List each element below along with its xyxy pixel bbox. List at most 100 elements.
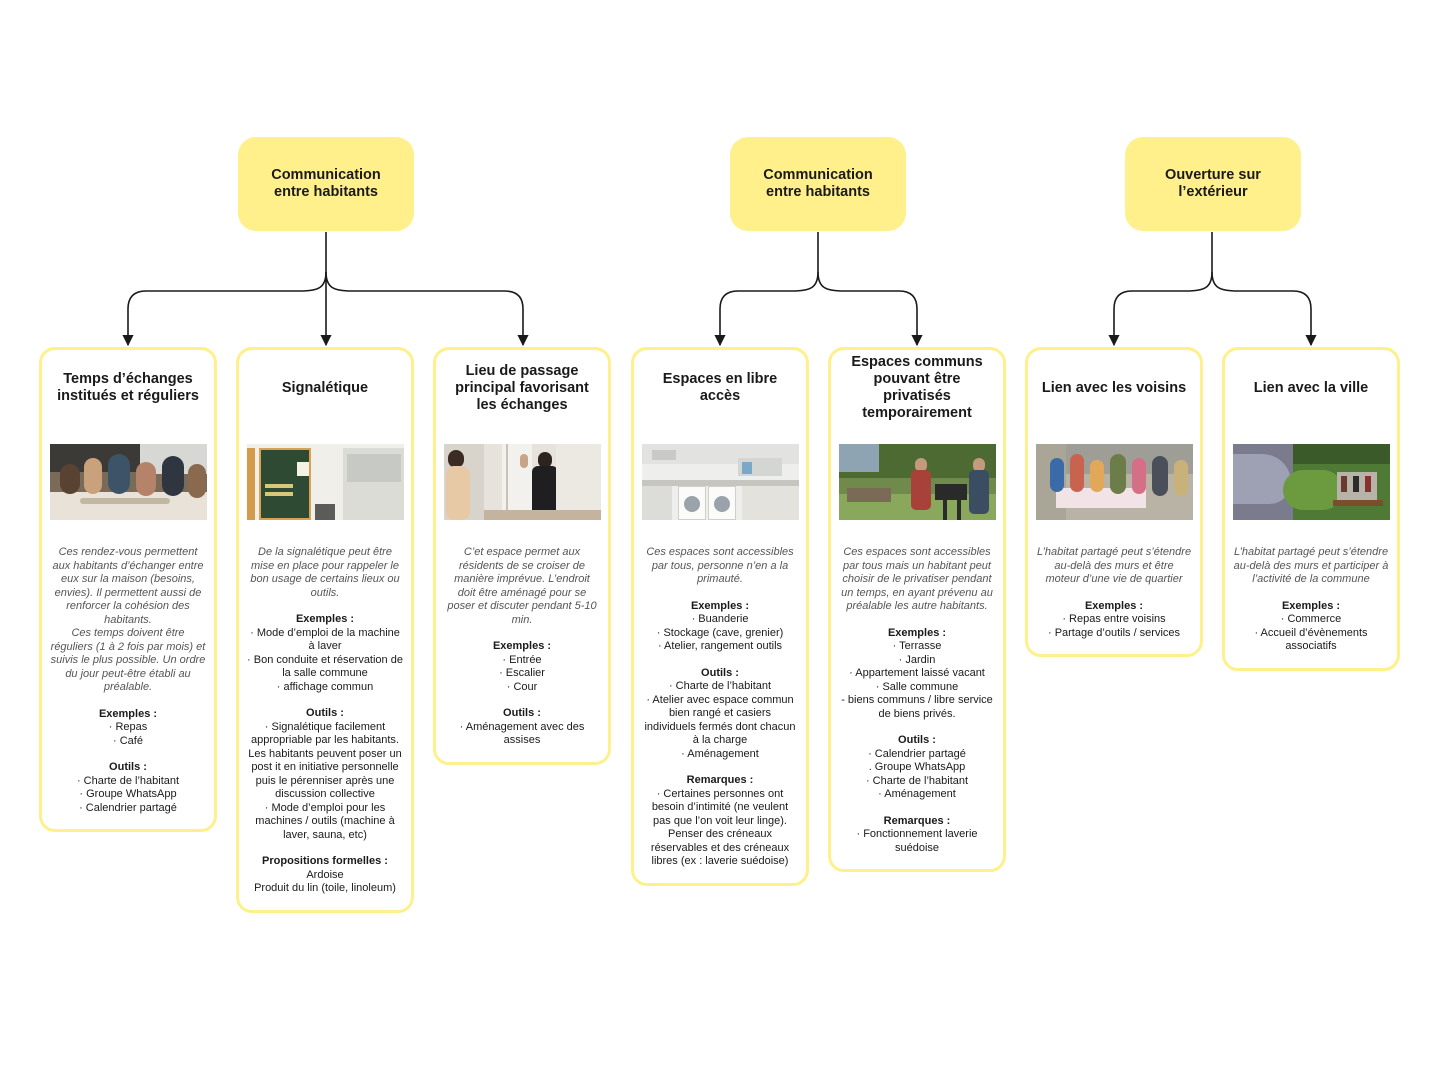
list-item: · Partage d’outils / services bbox=[1047, 626, 1181, 639]
shared-laundry-room-photo bbox=[642, 444, 799, 520]
examples-section: Exemples : · Mode d’emploi de la machine… bbox=[247, 613, 403, 694]
card-description: C’et espace permet aux résidents de se c… bbox=[447, 546, 597, 626]
section-title: Exemples : bbox=[887, 626, 947, 639]
category-communication-1: Communication entre habitants bbox=[238, 137, 414, 231]
tools-section: Outils : · Aménagement avec des assises bbox=[444, 707, 600, 748]
list-item: · Groupe WhatsApp bbox=[79, 788, 177, 800]
list-item: · Cour bbox=[506, 680, 538, 693]
section-title: Propositions formelles : bbox=[262, 855, 388, 867]
list-item: · Jardin bbox=[898, 653, 936, 666]
formal-proposals-section: Propositions formelles : Ardoise Produit… bbox=[247, 855, 403, 896]
section-title: Outils : bbox=[701, 666, 739, 679]
list-item: · Mode d’emploi pour les machines / outi… bbox=[255, 801, 395, 841]
neighbors-greeting-doorway-photo bbox=[444, 444, 601, 520]
list-item: · Mode d’emploi de la machine à laver bbox=[250, 626, 400, 653]
list-item: · Aménagement bbox=[878, 788, 956, 800]
outdoor-concert-crowd-photo bbox=[1233, 444, 1390, 520]
card-temps-echanges: Temps d’échanges institués et réguliers … bbox=[39, 347, 217, 832]
list-item: · Fonctionnement laverie suédoise bbox=[856, 828, 978, 854]
section-title: Remarques : bbox=[883, 814, 951, 827]
list-item: · Repas entre voisins bbox=[1062, 613, 1166, 625]
card-title: Lien avec les voisins bbox=[1041, 379, 1187, 396]
connector-ville bbox=[1211, 271, 1317, 347]
people-eating-meal-photo bbox=[50, 444, 207, 520]
list-item: · Atelier avec espace commun bien rangé … bbox=[644, 693, 796, 747]
card-signaletique: Signalétique De la signalétique peut êtr… bbox=[236, 347, 414, 913]
neighborhood-party-photo bbox=[1036, 444, 1193, 520]
card-lien-voisins: Lien avec les voisins L’habitat partagé … bbox=[1025, 347, 1203, 657]
list-item: · Appartement laissé vacant bbox=[849, 667, 985, 679]
card-description: L’habitat partagé peut s’étendre au-delà… bbox=[1233, 546, 1389, 585]
section-title: Outils : bbox=[306, 707, 344, 719]
card-espaces-libre-acces: Espaces en libre accès Ces espaces sont … bbox=[631, 347, 809, 886]
category-label: Communication entre habitants bbox=[271, 167, 381, 200]
card-description: Ces rendez-vous permettent aux habitants… bbox=[50, 546, 206, 693]
remarks-section: Remarques : · Fonctionnement laverie sué… bbox=[839, 815, 995, 856]
list-item: · Accueil d’évènements associatifs bbox=[1254, 626, 1368, 653]
list-item: · Terrasse bbox=[892, 640, 942, 652]
section-title: Outils : bbox=[898, 734, 936, 746]
list-item: · Café bbox=[113, 734, 143, 747]
connector-lieu-passage bbox=[325, 271, 529, 347]
list-item: · Aménagement avec des assises bbox=[459, 720, 585, 747]
list-item: · Repas bbox=[108, 721, 148, 733]
list-item: · Escalier bbox=[499, 667, 545, 679]
category-ouverture-exterieur: Ouverture sur l’extérieur bbox=[1125, 137, 1301, 231]
connector-temps-echanges bbox=[122, 271, 327, 347]
list-item: · Calendrier partagé bbox=[79, 801, 177, 814]
examples-section: Exemples : · Terrasse · Jardin · Apparte… bbox=[839, 627, 995, 722]
section-title: Outils : bbox=[109, 761, 147, 773]
section-title: Outils : bbox=[503, 707, 541, 719]
examples-section: Exemples : · Entrée · Escalier · Cour bbox=[444, 640, 600, 694]
list-item: · Salle commune bbox=[875, 680, 959, 693]
list-item: · Certaines personnes ont besoin d’intim… bbox=[650, 787, 790, 868]
connector-privatises bbox=[817, 271, 923, 347]
card-description: Ces espaces sont accessibles par tous, p… bbox=[646, 546, 794, 585]
examples-section: Exemples : · Repas · Café bbox=[50, 708, 206, 749]
examples-section: Exemples : · Repas entre voisins · Parta… bbox=[1036, 600, 1192, 641]
card-title: Signalétique bbox=[281, 379, 369, 396]
card-description: L’habitat partagé peut s’étendre au-delà… bbox=[1036, 546, 1192, 585]
examples-section: Exemples : · Commerce · Accueil d’évènem… bbox=[1233, 600, 1389, 654]
list-item: · Commerce bbox=[1280, 613, 1342, 625]
card-title: Espaces en libre accès bbox=[662, 371, 778, 404]
section-title: Exemples : bbox=[295, 613, 355, 625]
card-title: Lien avec la ville bbox=[1253, 379, 1369, 396]
list-item: · Bon conduite et réservation de la sall… bbox=[247, 653, 403, 680]
list-item: Produit du lin (toile, linoleum) bbox=[254, 882, 396, 894]
tools-section: Outils : · Charte de l’habitant · Atelie… bbox=[642, 667, 798, 762]
category-communication-2: Communication entre habitants bbox=[730, 137, 906, 231]
tools-section: Outils : · Calendrier partagé . Groupe W… bbox=[839, 734, 995, 802]
list-item: Ardoise bbox=[306, 868, 344, 881]
list-item: · Buanderie bbox=[691, 613, 749, 625]
card-title: Espaces communs pouvant être privatisés … bbox=[851, 354, 983, 421]
category-label: Communication entre habitants bbox=[763, 167, 873, 200]
section-title: Remarques : bbox=[686, 774, 754, 786]
tools-section: Outils : · Signalétique facilement appro… bbox=[247, 707, 403, 842]
list-item: · Atelier, rangement outils bbox=[657, 640, 783, 652]
card-lieu-passage: Lieu de passage principal favorisant les… bbox=[433, 347, 611, 765]
list-item: . Groupe WhatsApp bbox=[868, 761, 966, 773]
connector-libre-acces bbox=[714, 271, 819, 347]
list-item: · Calendrier partagé bbox=[868, 747, 966, 760]
desk-zone-sign-photo bbox=[247, 444, 404, 520]
list-item: · affichage commun bbox=[276, 680, 374, 693]
tools-section: Outils : · Charte de l’habitant · Groupe… bbox=[50, 761, 206, 815]
list-item: · Entrée bbox=[502, 653, 542, 666]
card-lien-ville: Lien avec la ville L’habitat partagé peu… bbox=[1222, 347, 1400, 671]
list-item: · Charte de l’habitant bbox=[76, 774, 180, 787]
section-title: Exemples : bbox=[98, 707, 158, 720]
card-title: Temps d’échanges institués et réguliers bbox=[57, 371, 199, 404]
connector-voisins bbox=[1108, 271, 1213, 347]
card-description: De la signalétique peut être mise en pla… bbox=[250, 546, 400, 599]
section-title: Exemples : bbox=[1281, 599, 1341, 612]
card-title: Lieu de passage principal favorisant les… bbox=[455, 362, 589, 413]
card-espaces-privatises: Espaces communs pouvant être privatisés … bbox=[828, 347, 1006, 872]
section-title: Exemples : bbox=[690, 599, 750, 612]
category-label: Ouverture sur l’extérieur bbox=[1165, 167, 1261, 200]
remarks-section: Remarques : · Certaines personnes ont be… bbox=[642, 774, 798, 869]
list-item: · Charte de l’habitant bbox=[668, 680, 772, 692]
garden-barbecue-photo bbox=[839, 444, 996, 520]
section-title: Exemples : bbox=[492, 640, 552, 652]
